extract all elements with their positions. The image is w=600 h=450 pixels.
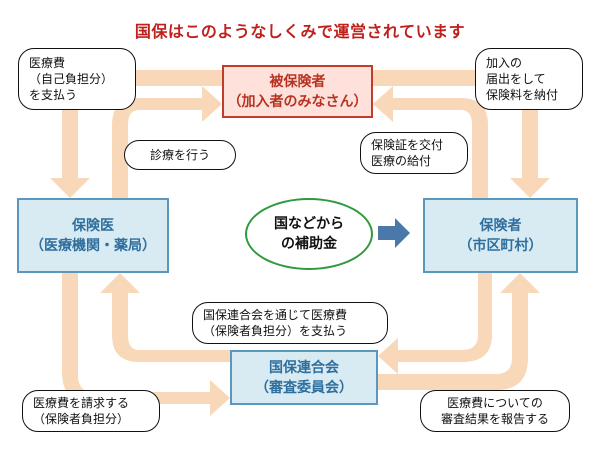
- bubble-join: 加入の 届出をして 保険料を納付: [475, 48, 583, 110]
- arrow-federation-to-insurer: [378, 273, 540, 390]
- node-clinic-detail: （医療機関・薬局）: [30, 237, 156, 254]
- subsidy-line-1: 国などから: [274, 216, 344, 232]
- bubble-pay-copay-line: 医療費: [29, 56, 66, 70]
- arrow-federation-to-clinic: [100, 273, 230, 362]
- node-insured-detail: （加入者のみなさん）: [227, 93, 368, 110]
- bubble-issue-line: 医療の給付: [371, 154, 432, 168]
- node-clinic: 保険医 （医療機関・薬局）: [17, 198, 169, 273]
- arrow-clinic-to-federation: [62, 273, 230, 416]
- bubble-federation-pay-line: （保険者負担分）を支払う: [203, 324, 348, 338]
- bubble-treat: 診療を行う: [124, 140, 236, 170]
- node-insurer-detail: （市区町村）: [458, 237, 543, 254]
- bubble-claim-line: （保険者負担分）: [33, 412, 130, 426]
- bubble-pay-copay-line: （自己負担分）: [29, 72, 114, 86]
- node-federation-detail: （審査委員会）: [255, 379, 353, 396]
- node-insured: 被保険者 （加入者のみなさん）: [222, 65, 373, 118]
- bubble-join-line: 届出をして: [486, 72, 546, 86]
- arrow-insurer-to-federation: [378, 273, 492, 374]
- node-clinic-name: 保険医: [72, 217, 114, 234]
- bubble-join-line: 加入の: [486, 56, 523, 70]
- bubble-pay-copay: 医療費 （自己負担分） を支払う: [18, 48, 136, 110]
- node-federation: 国保連合会 （審査委員会）: [230, 350, 378, 405]
- arrow-clinic-to-insured: [112, 86, 222, 198]
- bubble-issue-line: 保険証を交付: [371, 138, 444, 152]
- node-insurer: 保険者 （市区町村）: [423, 198, 578, 273]
- bubble-issue: 保険証を交付 医療の給付: [360, 132, 468, 174]
- subsidy-ellipse: 国などから の補助金: [245, 198, 373, 270]
- bubble-report: 医療費についての 審査結果を報告する: [420, 390, 570, 432]
- node-insured-name: 被保険者: [269, 73, 326, 90]
- arrow-insurer-to-insured: [373, 86, 488, 198]
- bubble-claim-line: 医療費を請求する: [33, 396, 130, 410]
- bubble-federation-pay-line: 国保連合会を通じて医療費: [203, 308, 348, 322]
- bubble-pay-copay-line: を支払う: [29, 88, 78, 102]
- bubble-report-line: 医療費についての: [447, 396, 543, 410]
- bubble-treat-line: 診療を行う: [149, 148, 210, 162]
- bubble-federation-pay: 国保連合会を通じて医療費 （保険者負担分）を支払う: [192, 302, 388, 344]
- bubble-report-line: 審査結果を報告する: [440, 412, 549, 426]
- subsidy-line-2: の補助金: [281, 236, 337, 252]
- node-federation-name: 国保連合会: [269, 359, 339, 376]
- page-title: 国保はこのようなしくみで運営されています: [134, 22, 466, 41]
- arrow-subsidy-to-insurer: [378, 218, 410, 248]
- node-insurer-name: 保険者: [479, 217, 522, 234]
- bubble-claim: 医療費を請求する （保険者負担分）: [22, 390, 160, 432]
- bubble-join-line: 保険料を納付: [486, 88, 559, 102]
